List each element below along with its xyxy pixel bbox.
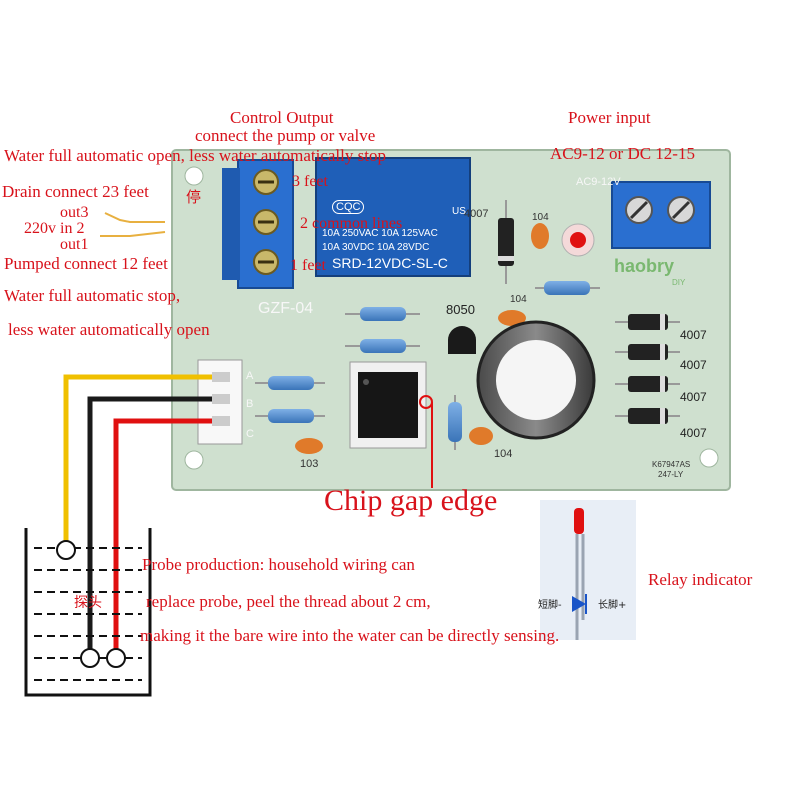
pin-a: A [246,370,254,382]
water-full-stop-label: Water full automatic stop, [4,286,181,305]
probe-text-2: replace probe, peel the thread about 2 c… [146,592,431,611]
cap-label-3: 104 [494,448,513,460]
cap-label-103: 103 [300,458,319,470]
out1-label: out1 [60,236,89,253]
out3-label: out3 [60,204,89,221]
control-output-label: Control Output [230,108,334,127]
drain-connect-label: Drain connect 23 feet [2,182,149,201]
power-terminal-block [611,181,711,249]
relay-led [561,223,595,257]
board-name: GZF-04 [258,300,314,317]
serial-1: K67947AS [652,460,691,469]
serial-2: 247-LY [658,470,684,479]
diode-label-2: 4007 [680,358,707,372]
diode-label-top: 4007 [464,208,489,220]
drain-cn-label: 停 [186,188,202,206]
long-leg-label: 长脚+ [598,600,627,611]
probe-cn-label: 探头 [74,595,102,611]
pumped-connect-label: Pumped connect 12 feet [4,254,168,273]
diodes-right [615,314,680,424]
electrolytic-capacitor [476,320,596,440]
ic-chip [349,361,433,449]
transistor-label: 8050 [446,302,475,317]
relay [315,157,471,277]
resistors [255,281,600,450]
short-leg-label: 短脚- [538,600,562,611]
transistor [448,326,476,354]
less-water-open-label: less water automatically open [8,320,210,339]
pin-c: C [246,428,254,440]
probe-connector [197,359,243,445]
ceramic-capacitors [295,223,549,454]
relay-indicator-label: Relay indicator [648,570,753,589]
power-input-label: Power input [568,108,651,127]
pin-b: B [246,398,254,410]
common-lines-label: 2 common lines [300,215,403,232]
callout-lines [100,212,166,237]
water-beaker [24,528,152,697]
brand-logo-sub: DIY [672,278,686,287]
cap-label-2: 104 [510,294,527,305]
led-diagram [540,500,636,640]
cap-label-1: 104 [532,212,549,223]
water-full-open-label: Water full automatic open, less water au… [4,146,386,165]
relay-model: SRD-12VDC-SL-C [332,255,448,271]
brand-logo: haobry [614,256,675,276]
output-terminal-block [222,159,294,289]
power-spec-label: AC9-12 or DC 12-15 [550,144,695,163]
relay-rating-2: 10A 30VDC 10A 28VDC [322,242,430,253]
diode-label-1: 4007 [680,328,707,342]
relay-rating-1: 10A 250VAC 10A 125VAC [322,228,438,239]
diode-label-4: 4007 [680,426,707,440]
in220-label: 220v in 2 [24,220,85,237]
probe-text-3: making it the bare wire into the water c… [140,626,560,645]
feet1-label: 1 feet [290,257,326,274]
connect-pump-label: connect the pump or valve [195,126,376,145]
relay-ul: US [452,206,466,217]
relay-brand: CQC [332,200,365,214]
feet3-label: 3 feet [292,173,328,190]
diode-vertical [498,200,514,284]
chip-gap-label: Chip gap edge [324,484,498,517]
ac-label: AC9-12V [576,176,621,188]
probe-text-1: Probe production: household wiring can [142,555,415,574]
diode-label-3: 4007 [680,390,707,404]
